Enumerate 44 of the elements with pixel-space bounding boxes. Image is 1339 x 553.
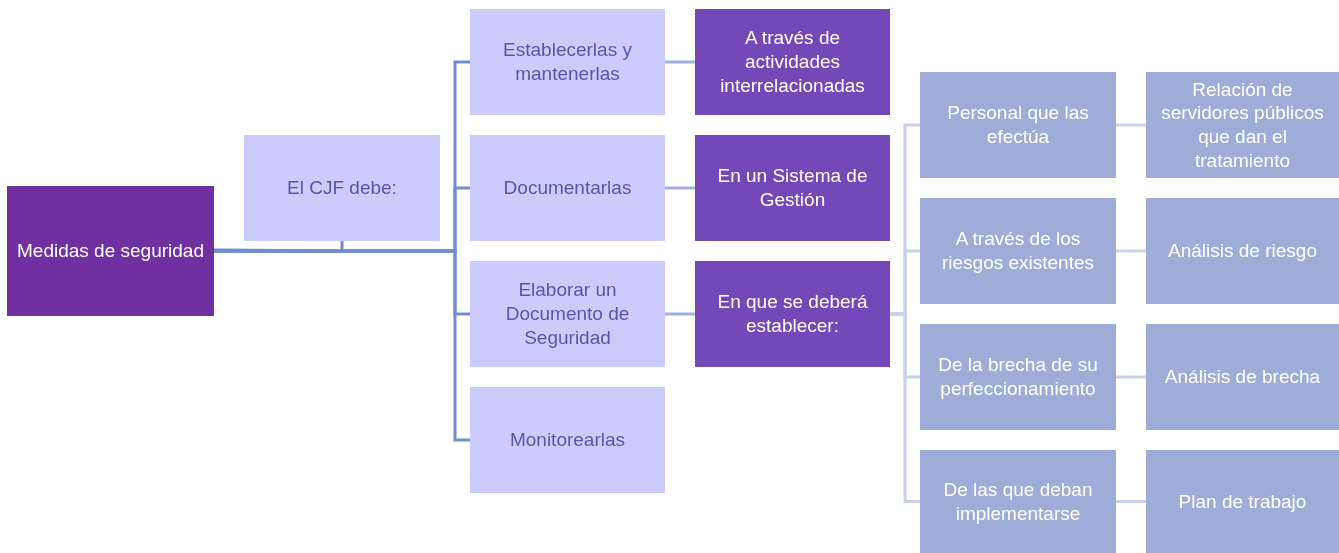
connector-line bbox=[1116, 123, 1146, 127]
process-box bbox=[920, 450, 1116, 553]
root-box bbox=[7, 186, 214, 316]
connector-line bbox=[665, 60, 695, 64]
box-label: En que se deberá establecer: bbox=[716, 290, 869, 338]
box-label: Relación de servidores públicos que dan el tratamiento bbox=[1160, 77, 1325, 173]
process-box bbox=[920, 324, 1116, 430]
box-label: Establecerlas y mantenerlas bbox=[502, 38, 633, 86]
box-label: Personal que las efectúa bbox=[946, 101, 1090, 149]
process-box bbox=[470, 135, 665, 241]
box-label: Plan de trabajo bbox=[1178, 489, 1307, 514]
box-label: A través de actividades interrelacionadas bbox=[719, 26, 866, 98]
connector-line bbox=[1116, 249, 1146, 253]
process-box bbox=[695, 9, 890, 115]
process-box bbox=[470, 387, 665, 493]
box-label: Análisis de brecha bbox=[1164, 365, 1321, 389]
process-box bbox=[470, 261, 665, 367]
box-label: De la brecha de su perfeccionamiento bbox=[937, 353, 1099, 401]
box-label: Monitorearlas bbox=[509, 428, 626, 452]
process-box bbox=[1146, 324, 1339, 430]
process-box bbox=[1146, 72, 1339, 178]
connector-line bbox=[890, 312, 920, 503]
box-label: Documentarlas bbox=[503, 176, 632, 200]
assistant-box bbox=[244, 135, 440, 241]
box-label: De las que deban implementarse bbox=[942, 477, 1094, 526]
process-box bbox=[1146, 198, 1339, 304]
connector-line bbox=[1116, 500, 1146, 503]
connector-line bbox=[214, 241, 344, 253]
box-label: Elaborar un Documento de Seguridad bbox=[504, 278, 631, 350]
box-label: En un Sistema de Gestión bbox=[716, 164, 869, 212]
box-label: A través de los riesgos existentes bbox=[940, 227, 1096, 275]
box-label: Análisis de riesgo bbox=[1168, 239, 1317, 263]
process-box bbox=[695, 135, 890, 241]
process-box bbox=[920, 72, 1116, 178]
box-label: El CJF debe: bbox=[287, 176, 397, 200]
connector-line bbox=[665, 186, 695, 190]
process-box bbox=[1146, 450, 1339, 553]
box-label: Medidas de seguridad bbox=[17, 239, 204, 263]
connector-line bbox=[214, 249, 470, 442]
connector-line bbox=[665, 312, 695, 316]
process-box bbox=[920, 198, 1116, 304]
process-box bbox=[470, 9, 665, 115]
process-box bbox=[695, 261, 890, 367]
connector-line bbox=[1116, 375, 1146, 379]
